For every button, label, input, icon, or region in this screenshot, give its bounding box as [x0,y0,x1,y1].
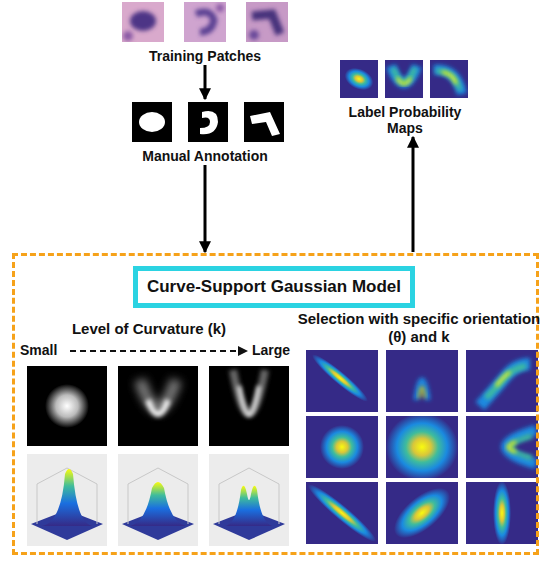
panel-heading: Level of Curvature (k) [15,320,283,338]
flow-arrow [204,165,207,252]
scale-label: Large [252,342,290,358]
model-panel: Level of Curvature (k) Selection with spe… [12,253,539,555]
image-caption: Training Patches [112,48,298,64]
image-caption: Manual Annotation [112,148,298,164]
scale-label: Small [20,342,57,358]
flow-arrow [412,137,415,252]
image-group: Training Patches [112,0,298,64]
image-group: Label Probability Maps [322,56,488,136]
image-group: Manual Annotation [112,100,298,164]
panel-heading: Selection with specific orientation (θ) … [297,310,541,346]
model-title: Curve-Support Gaussian Model [147,277,401,297]
image-caption: Label Probability Maps [322,104,488,136]
model-title-box: Curve-Support Gaussian Model [133,266,415,308]
flow-arrow [204,65,207,99]
